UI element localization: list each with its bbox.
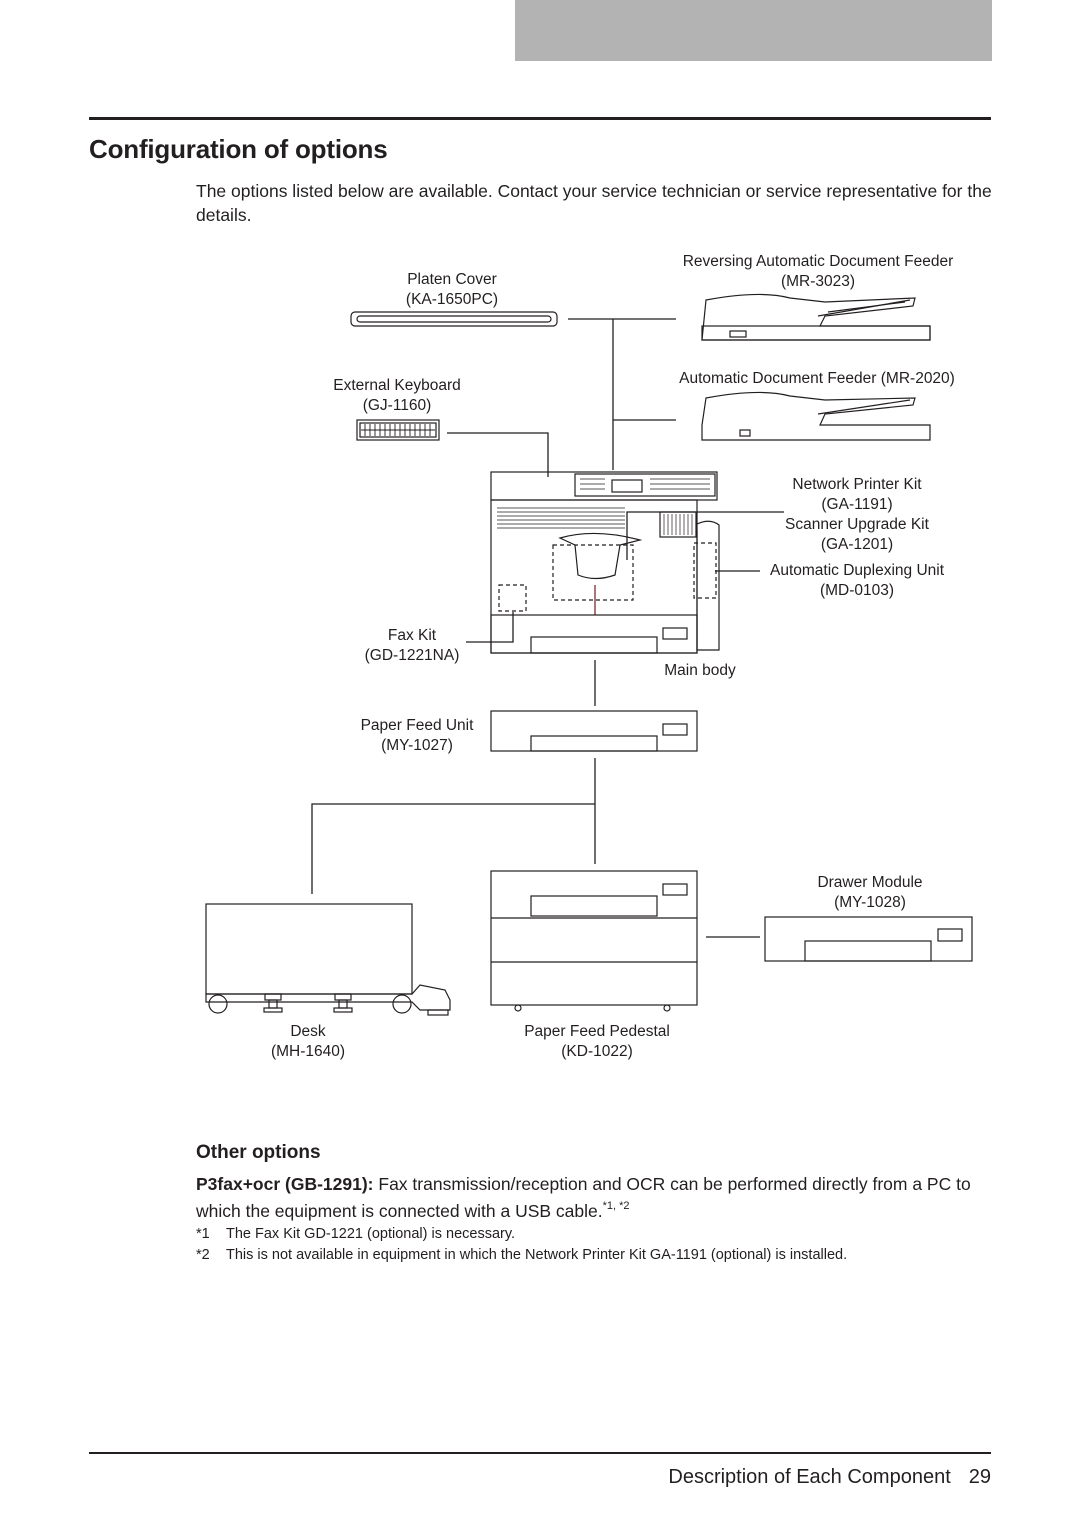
intro-paragraph: The options listed below are available. … <box>196 181 992 225</box>
footnote-text: This is not available in equipment in wh… <box>226 1247 848 1263</box>
connector-lines <box>311 318 784 938</box>
radf-drawing <box>701 293 931 341</box>
keyboard-drawing <box>356 419 440 441</box>
footnote-text: The Fax Kit GD-1221 (optional) is necess… <box>226 1226 516 1242</box>
radf-label: Reversing Automatic Document Feeder (MR-… <box>682 253 954 290</box>
pedestal-label: Paper Feed Pedestal (KD-1022) <box>524 1023 670 1060</box>
paper-feed-unit-drawing <box>490 710 698 752</box>
footnote-1: *1 The Fax Kit GD-1221 (optional) is nece… <box>196 1225 515 1243</box>
platen-cover-label: Platen Cover (KA-1650PC) <box>405 271 499 308</box>
page-footer: Description of Each Component 29 <box>668 1466 991 1489</box>
other-options-heading: Other options <box>196 1142 321 1163</box>
top-rule <box>89 117 991 120</box>
page-title: Configuration of options <box>89 134 388 164</box>
drawer-module-label: Drawer Module (MY-1028) <box>817 874 923 911</box>
paper-feed-pedestal-drawing <box>490 870 698 1012</box>
header-tab-bar <box>515 0 992 61</box>
other-option-item: P3fax+ocr (GB-1291): Fax transmission/re… <box>196 1171 996 1225</box>
desk-label: Desk (MH-1640) <box>270 1023 346 1060</box>
scanner-kit-label: Scanner Upgrade Kit (GA-1201) <box>785 516 929 553</box>
paper-feed-unit-label: Paper Feed Unit (MY-1027) <box>360 717 474 754</box>
footnote-mark: *2 <box>196 1247 210 1263</box>
keyboard-label: External Keyboard (GJ-1160) <box>333 377 461 414</box>
drawer-module-drawing <box>764 916 973 962</box>
main-body-drawing <box>490 471 720 654</box>
footnote-2: *2 This is not available in equipment in … <box>196 1246 847 1264</box>
page-number: 29 <box>968 1466 991 1488</box>
platen-cover-drawing <box>350 311 558 327</box>
bottom-rule <box>89 1452 991 1454</box>
footer-section-title: Description of Each Component <box>668 1466 951 1488</box>
footnote-mark: *1 <box>196 1226 210 1242</box>
desk-drawing <box>205 903 451 1016</box>
option-item-footnote-refs: *1, *2 <box>602 1200 630 1212</box>
adf-label: Automatic Document Feeder (MR-2020) <box>679 370 955 387</box>
option-item-name: P3fax+ocr (GB-1291): <box>196 1174 374 1194</box>
fax-kit-label: Fax Kit (GD-1221NA) <box>364 627 460 664</box>
option-item-text: Fax transmission/reception and OCR can b… <box>196 1174 971 1221</box>
main-body-label: Main body <box>664 662 736 679</box>
duplex-label: Automatic Duplexing Unit (MD-0103) <box>769 562 945 599</box>
adf-drawing <box>701 391 931 441</box>
network-kit-label: Network Printer Kit (GA-1191) <box>792 476 922 513</box>
